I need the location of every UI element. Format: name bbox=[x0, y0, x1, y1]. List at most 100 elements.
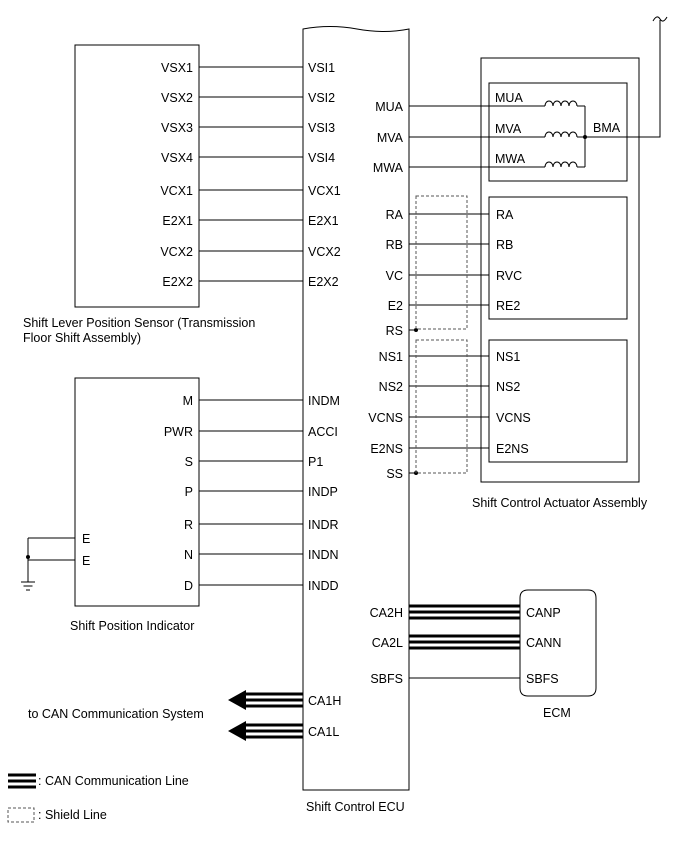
ecu-pin-vsi3: VSI3 bbox=[308, 121, 335, 135]
legend: : CAN Communication Line : Shield Line bbox=[7, 773, 189, 823]
ecu-pin-ss: SS bbox=[386, 467, 403, 481]
indicator-pin-m: M bbox=[183, 394, 193, 408]
can-lines-to-can-system bbox=[228, 690, 303, 741]
wire-continuation-icon bbox=[652, 16, 668, 22]
ecu-pin-mua: MUA bbox=[375, 100, 403, 114]
sensor-pin-vsx3: VSX3 bbox=[161, 121, 193, 135]
actuator-ns-box bbox=[488, 339, 628, 463]
ecu-pin-mva: MVA bbox=[377, 131, 404, 145]
motor-coil-icon-1 bbox=[544, 100, 585, 107]
sensor-pin-vsx2: VSX2 bbox=[161, 91, 193, 105]
ecu-pin-ns2: NS2 bbox=[379, 380, 403, 394]
indicator-pin-pwr: PWR bbox=[164, 425, 193, 439]
ecu-pin-rs: RS bbox=[386, 324, 403, 338]
ecu-pin-indm: INDM bbox=[308, 394, 340, 408]
shift-position-indicator: M PWR S P R N D E E Shift Position Indicator bbox=[21, 377, 303, 633]
shift-lever-sensor-box bbox=[74, 44, 200, 308]
motor-common-label: BMA bbox=[593, 121, 621, 135]
can-arrow-2 bbox=[228, 721, 303, 741]
actuator-label: Shift Control Actuator Assembly bbox=[472, 496, 648, 510]
ecu-pin-vsi2: VSI2 bbox=[308, 91, 335, 105]
shift-lever-sensor-label-2: Floor Shift Assembly) bbox=[23, 331, 141, 345]
ecu-pin-vsi1: VSI1 bbox=[308, 61, 335, 75]
ecu-box bbox=[302, 26, 410, 791]
sensor-pin-vsx4: VSX4 bbox=[161, 151, 193, 165]
motor-coil-icon-2 bbox=[544, 131, 585, 138]
can-bus-2 bbox=[409, 634, 520, 650]
ecu-pin-vcx2: VCX2 bbox=[308, 245, 341, 259]
legend-shield-line-icon bbox=[7, 807, 35, 823]
ecu-pin-rb: RB bbox=[386, 238, 403, 252]
ecu-label: Shift Control ECU bbox=[306, 800, 405, 814]
legend-shield-line-label: : Shield Line bbox=[38, 808, 107, 822]
bma-lead-wire bbox=[585, 20, 661, 138]
ground-pin-label-2: E bbox=[82, 554, 90, 568]
ground-pin-label-1: E bbox=[82, 532, 90, 546]
ecu-pin-ca2h: CA2H bbox=[370, 606, 403, 620]
ecu-pin-vc: VC bbox=[386, 269, 403, 283]
legend-can-line-icon bbox=[8, 773, 36, 789]
can-lines-ecm bbox=[409, 604, 520, 679]
ecm-pin-cann: CANN bbox=[526, 636, 561, 650]
actuator-pin-ns1: NS1 bbox=[496, 350, 520, 364]
ecu-pin-indp: INDP bbox=[308, 485, 338, 499]
shift-position-indicator-label: Shift Position Indicator bbox=[70, 619, 194, 633]
ecu-pin-acci: ACCI bbox=[308, 425, 338, 439]
indicator-pin-s: S bbox=[185, 455, 193, 469]
actuator-pin-rb: RB bbox=[496, 238, 513, 252]
rotary-shield-junction bbox=[414, 328, 418, 332]
ecu-pin-vcx1: VCX1 bbox=[308, 184, 341, 198]
ecu-pin-e2: E2 bbox=[388, 299, 403, 313]
actuator-pin-ns2: NS2 bbox=[496, 380, 520, 394]
actuator-pin-mva: MVA bbox=[495, 122, 522, 136]
shift-position-indicator-box bbox=[74, 377, 200, 607]
ecu-pin-indr: INDR bbox=[308, 518, 339, 532]
ecu-pin-ca1l: CA1L bbox=[308, 725, 339, 739]
shift-lever-sensor-label-1: Shift Lever Position Sensor (Transmissio… bbox=[23, 316, 255, 330]
indicator-pin-r: R bbox=[184, 518, 193, 532]
ground-icon bbox=[21, 581, 35, 591]
ecm-pin-canp: CANP bbox=[526, 606, 561, 620]
ecu-pin-mwa: MWA bbox=[373, 161, 404, 175]
ecu-pin-e2x1: E2X1 bbox=[308, 214, 339, 228]
ecu-pin-sbfs: SBFS bbox=[370, 672, 403, 686]
actuator-outer-box bbox=[480, 57, 640, 483]
shield-line-rotary bbox=[415, 195, 468, 330]
ecu-pin-e2ns: E2NS bbox=[370, 442, 403, 456]
actuator-motor-box bbox=[488, 82, 628, 182]
sensor-pin-vcx1: VCX1 bbox=[160, 184, 193, 198]
actuator-pin-vcns: VCNS bbox=[496, 411, 531, 425]
indicator-pin-n: N bbox=[184, 548, 193, 562]
actuator-pin-ra: RA bbox=[496, 208, 514, 222]
shield-line-ns bbox=[415, 339, 468, 474]
can-system-label: to CAN Communication System bbox=[28, 707, 204, 721]
ecu-pin-indd: INDD bbox=[308, 579, 339, 593]
actuator-pin-rvc: RVC bbox=[496, 269, 522, 283]
ecm-label: ECM bbox=[543, 706, 571, 720]
ecu-pin-vsi4: VSI4 bbox=[308, 151, 335, 165]
indicator-pin-p: P bbox=[185, 485, 193, 499]
ecu-pin-ra: RA bbox=[386, 208, 404, 222]
ecu-pin-p1: P1 bbox=[308, 455, 323, 469]
ecm-pin-sbfs: SBFS bbox=[526, 672, 559, 686]
actuator-pin-mwa: MWA bbox=[495, 152, 526, 166]
legend-can-line-label: : CAN Communication Line bbox=[38, 774, 189, 788]
ecu-pin-indn: INDN bbox=[308, 548, 339, 562]
actuator-rotary-box bbox=[488, 196, 628, 320]
ecu-pin-ca1h: CA1H bbox=[308, 694, 341, 708]
ecm: CANP CANN SBFS ECM bbox=[519, 589, 597, 720]
sensor-pin-vcx2: VCX2 bbox=[160, 245, 193, 259]
sensor-pin-vsx1: VSX1 bbox=[161, 61, 193, 75]
sensor-pin-e2x1: E2X1 bbox=[162, 214, 193, 228]
indicator-pin-d: D bbox=[184, 579, 193, 593]
motor-coil-icon-3 bbox=[544, 161, 585, 168]
ground-junction-dot bbox=[26, 555, 30, 559]
ecu-pin-vcns: VCNS bbox=[368, 411, 403, 425]
can-arrow-1 bbox=[228, 690, 303, 710]
sensor-pin-e2x2: E2X2 bbox=[162, 275, 193, 289]
ecu-pin-e2x2: E2X2 bbox=[308, 275, 339, 289]
ecu-pin-ns1: NS1 bbox=[379, 350, 403, 364]
